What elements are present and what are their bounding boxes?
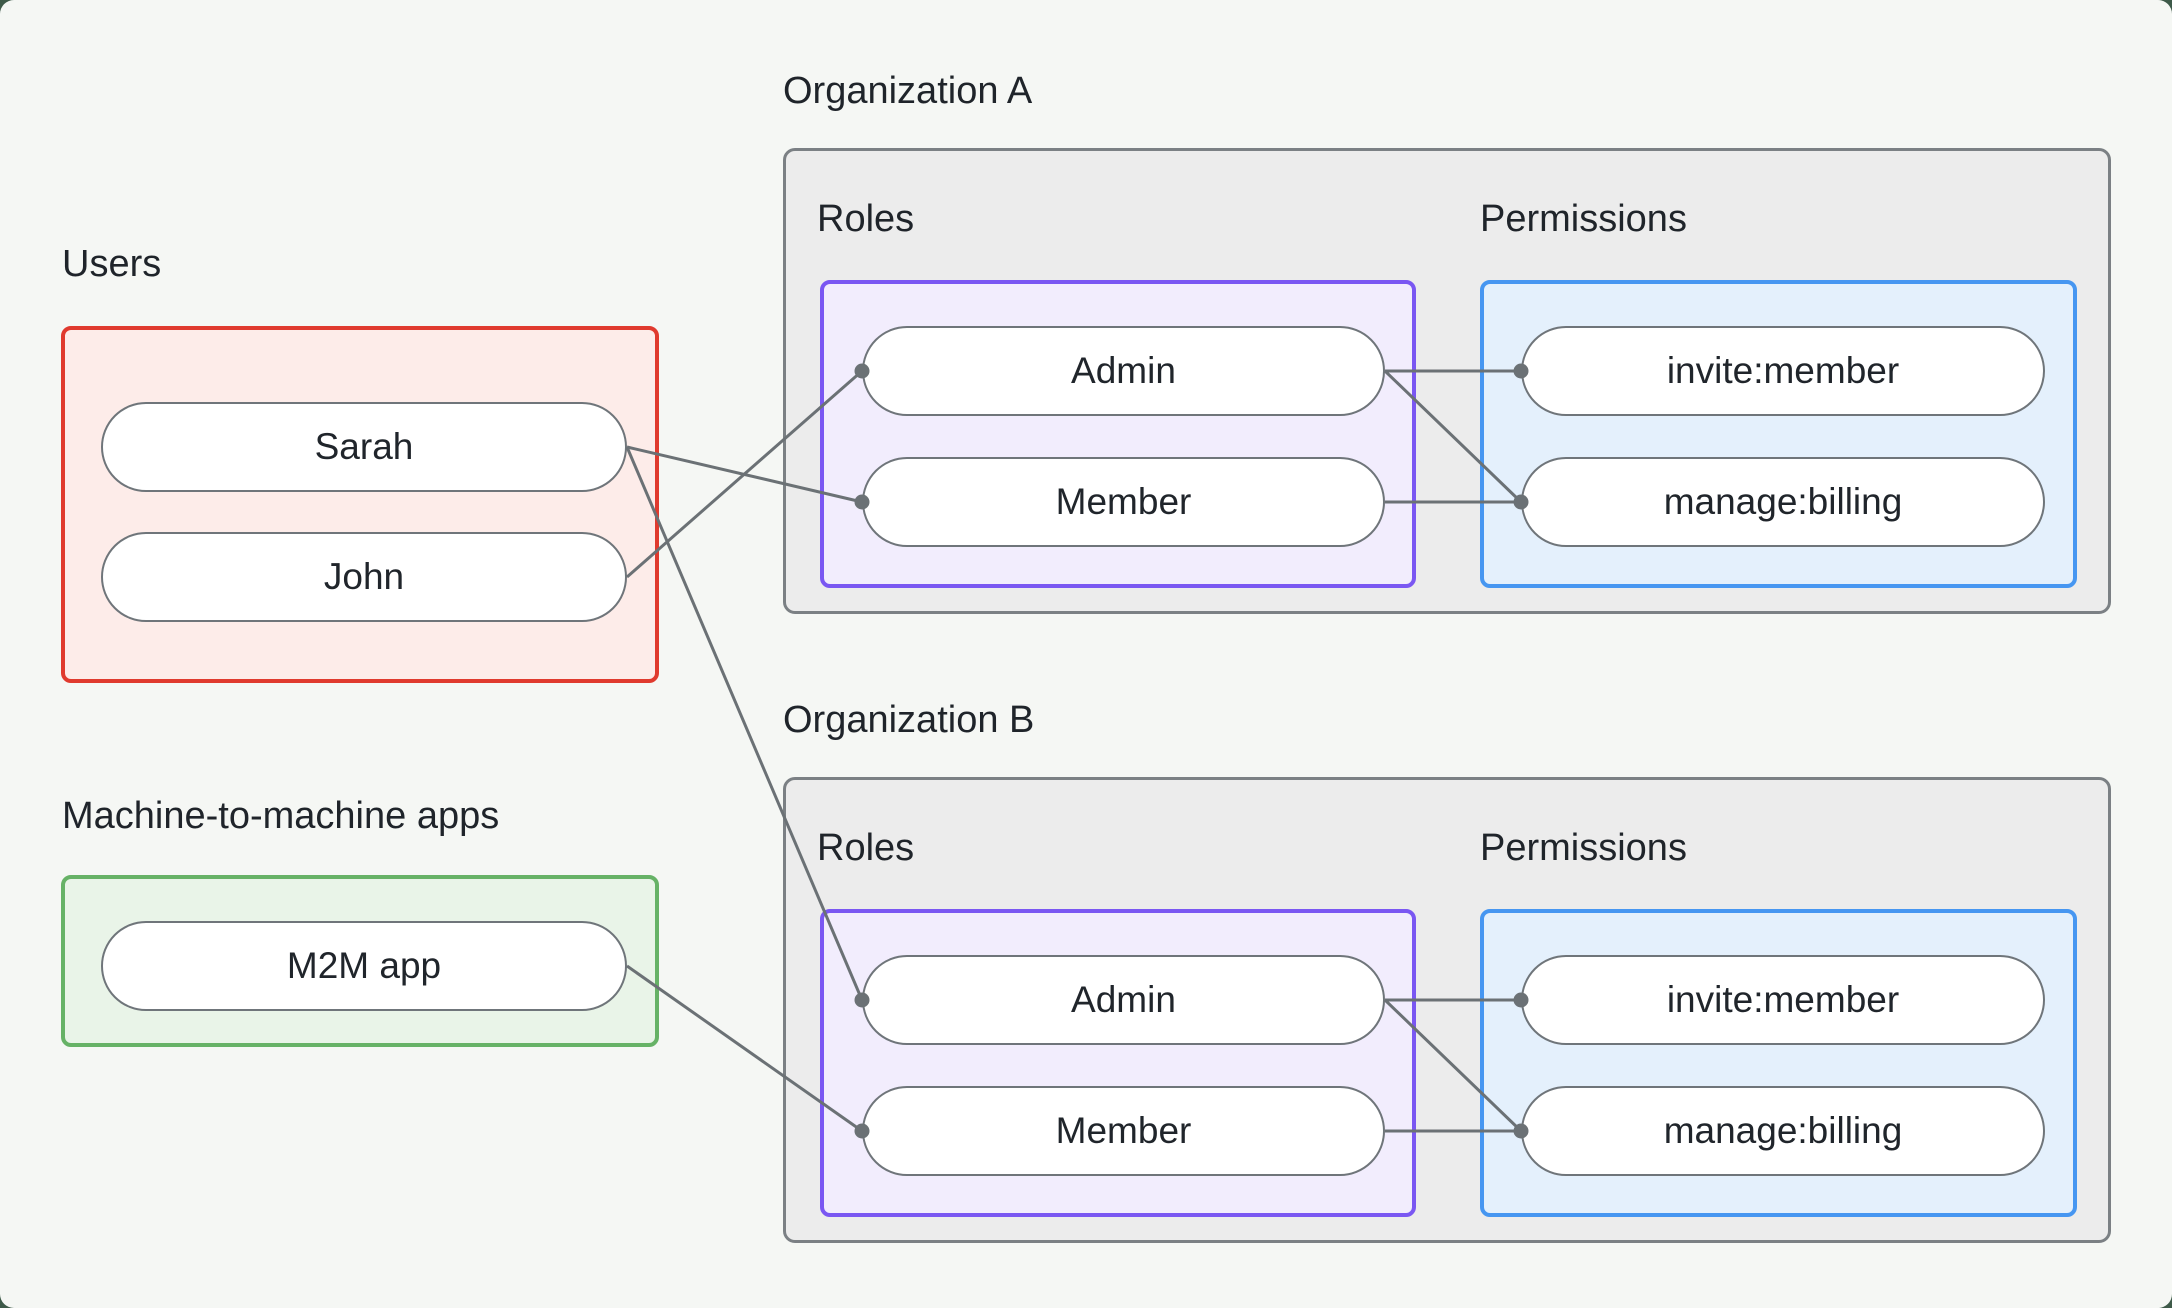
org-b-permissions-label: Permissions [1480,827,1687,869]
org-b-box: Roles Admin Member Permissions invite:me… [783,777,2111,1243]
users-group-label: Users [62,243,162,285]
org-b-permission-invite-member: invite:member [1521,955,2045,1045]
m2m-group-label: Machine-to-machine apps [62,795,500,837]
org-b-permission-manage-billing: manage:billing [1521,1086,2045,1176]
org-a-box: Roles Admin Member Permissions invite:me… [783,148,2111,614]
org-a-permissions-box: invite:member manage:billing [1480,280,2077,588]
org-b-roles-label: Roles [817,827,915,869]
user-node-sarah: Sarah [101,402,627,492]
org-b-role-member: Member [862,1086,1385,1176]
org-a-permission-manage-billing: manage:billing [1521,457,2045,547]
m2m-group-box: M2M app [61,875,659,1047]
org-a-permissions-label: Permissions [1480,198,1687,240]
org-b-title: Organization B [783,699,1035,741]
org-a-roles-label: Roles [817,198,915,240]
users-group-box: Sarah John [61,326,659,683]
user-node-john: John [101,532,627,622]
org-a-roles-box: Admin Member [820,280,1416,588]
org-a-permission-invite-member: invite:member [1521,326,2045,416]
org-b-permissions-box: invite:member manage:billing [1480,909,2077,1217]
org-b-roles-box: Admin Member [820,909,1416,1217]
org-b-role-admin: Admin [862,955,1385,1045]
org-a-role-member: Member [862,457,1385,547]
org-a-role-admin: Admin [862,326,1385,416]
org-a-title: Organization A [783,70,1033,112]
m2m-app-node: M2M app [101,921,627,1011]
